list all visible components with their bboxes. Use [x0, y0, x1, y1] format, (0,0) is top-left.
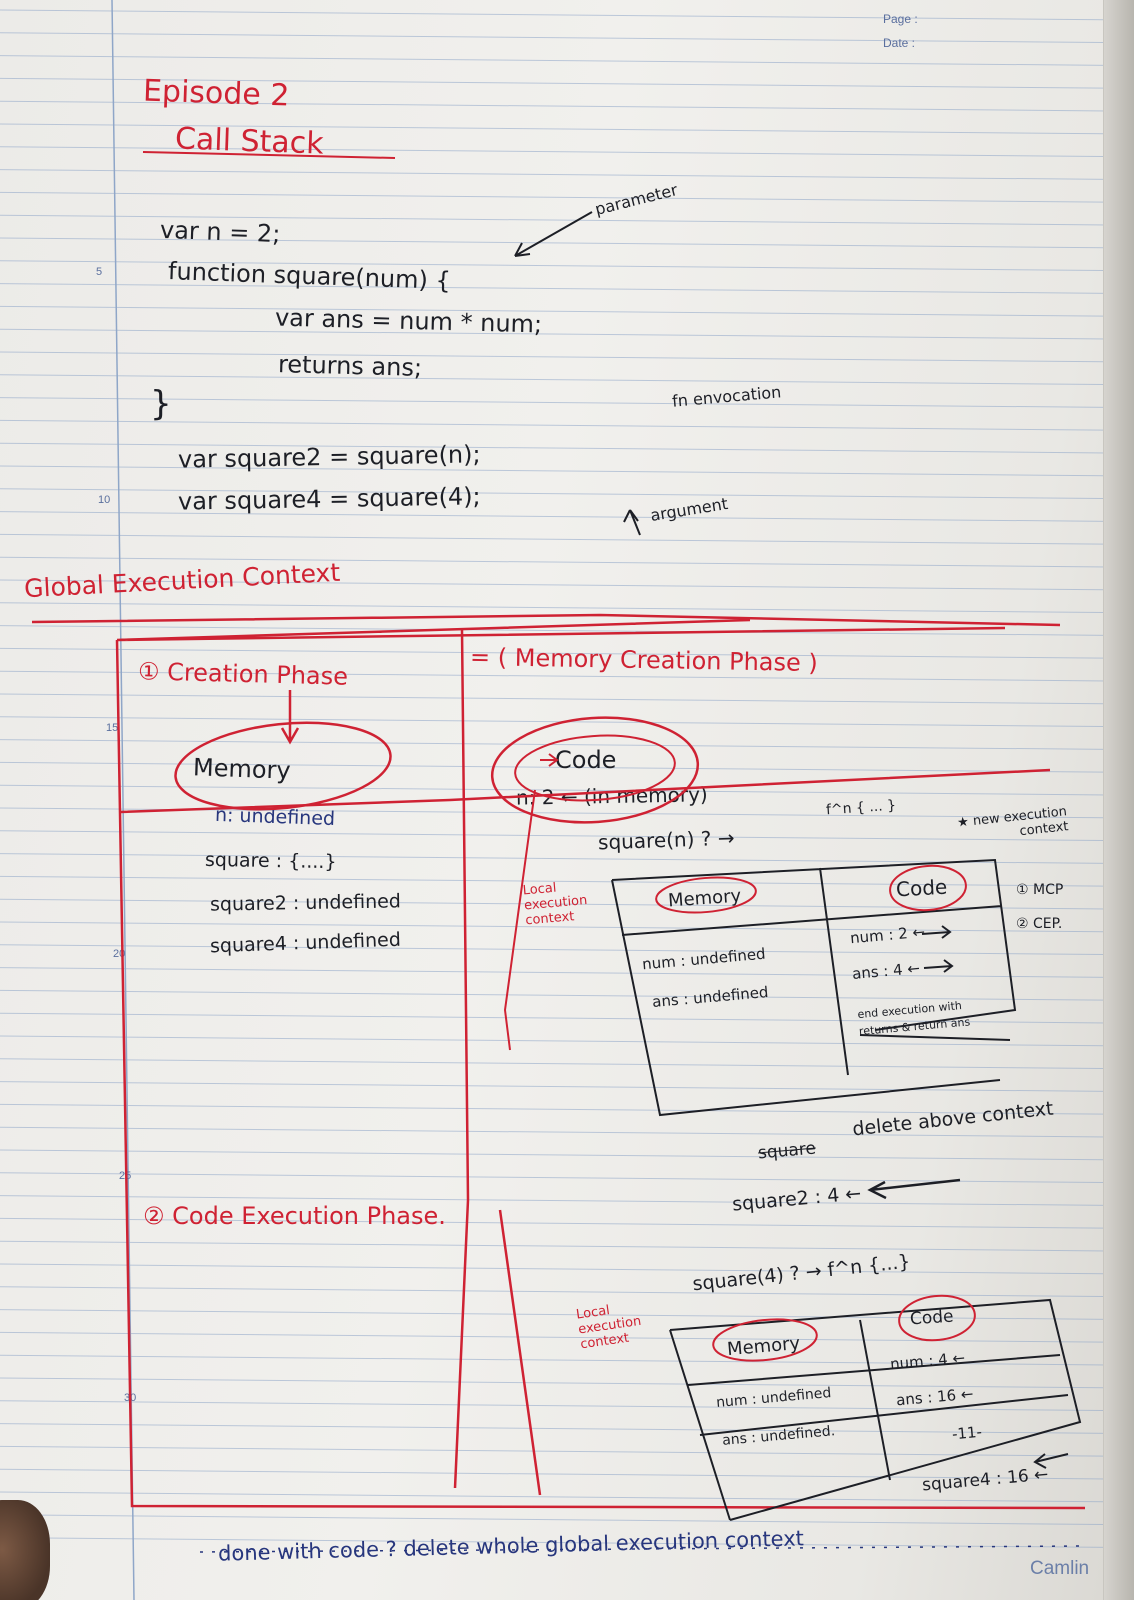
ruled-line	[0, 465, 1134, 477]
ruled-line	[0, 374, 1134, 386]
ruled-line	[0, 55, 1134, 67]
ruled-line	[0, 305, 1134, 317]
margin-number-25: 25	[119, 1170, 132, 1182]
ruled-line	[0, 967, 1134, 979]
margin-number-5: 5	[96, 266, 103, 278]
margin-number-20: 20	[113, 948, 126, 960]
memory-item-square2: square2 : undefined	[209, 890, 402, 916]
execution-phase-heading: ② Code Execution Phase.	[143, 1202, 446, 1230]
margin-number-30: 30	[124, 1392, 137, 1404]
ruled-line	[0, 32, 1134, 44]
page-edge	[1103, 0, 1134, 1600]
ruled-line	[0, 100, 1134, 112]
ruled-line	[0, 533, 1134, 545]
memory-item-square: square : {....}	[204, 848, 337, 874]
ruled-line	[0, 1149, 1134, 1161]
mcp-note: ① MCP	[1016, 882, 1064, 898]
ruled-line	[0, 1445, 1134, 1457]
square-n-call: square(n) ? →	[597, 825, 735, 855]
ruled-line	[0, 1035, 1134, 1047]
brand-mark: Camlin	[1030, 1558, 1090, 1579]
margin-number-15: 15	[106, 722, 119, 734]
ruled-line	[0, 1514, 1134, 1526]
ruled-line	[0, 328, 1134, 340]
ruled-line	[0, 579, 1134, 591]
page-label: Page :	[883, 12, 918, 26]
n-assignment: n: 2 ← (in memory)	[515, 782, 708, 810]
ruled-line	[0, 1331, 1134, 1343]
ruled-line	[0, 146, 1134, 158]
ruled-line	[0, 1263, 1134, 1275]
code-line-5: }	[150, 384, 172, 424]
creation-phase-heading: ① Creation Phase	[137, 657, 349, 691]
topic-title: Call Stack	[174, 121, 325, 162]
ruled-line	[0, 716, 1134, 728]
ruled-line	[0, 944, 1134, 956]
memory-item-n: n: undefined	[214, 803, 336, 831]
ruled-line	[0, 1058, 1134, 1070]
ruled-line	[0, 1491, 1134, 1503]
ruled-line	[0, 9, 1134, 21]
ruled-line	[0, 123, 1134, 135]
ruled-line	[0, 556, 1134, 568]
ruled-line	[0, 77, 1134, 89]
ruled-line	[0, 397, 1134, 409]
ruled-line	[0, 1081, 1134, 1093]
margin-line	[111, 0, 135, 1600]
ruled-line	[0, 511, 1134, 523]
ruled-line	[0, 693, 1134, 705]
ruled-line	[0, 625, 1134, 637]
local-2-code-label: Code	[909, 1306, 955, 1330]
ruled-line	[0, 602, 1134, 614]
ruled-line	[0, 442, 1134, 454]
memory-label: Memory	[192, 753, 292, 785]
thumb	[0, 1500, 50, 1600]
code-line-1: var n = 2;	[159, 215, 281, 249]
cep-note: ② CEP.	[1016, 916, 1063, 932]
ruled-line	[0, 1286, 1134, 1298]
ruled-line	[0, 169, 1134, 181]
ruled-line	[0, 853, 1134, 865]
margin-number-10: 10	[98, 494, 111, 506]
ruled-line	[0, 351, 1134, 363]
ruled-line	[0, 260, 1134, 272]
episode-title: Episode 2	[142, 73, 291, 114]
local-2-code-row-mark: -11-	[951, 1422, 983, 1444]
code-label: Code	[555, 746, 617, 774]
date-label: Date :	[883, 36, 916, 50]
ruled-line	[0, 1309, 1134, 1321]
ruled-line	[0, 283, 1134, 295]
ruled-line	[0, 488, 1134, 500]
local-context-1-label: Local execution context	[522, 880, 588, 929]
ruled-line	[0, 1240, 1134, 1252]
code-line-7: var square4 = square(4);	[177, 482, 481, 516]
local-1-code-label: Code	[895, 874, 948, 902]
ruled-line	[0, 191, 1134, 203]
ruled-line	[0, 419, 1134, 431]
code-line-4: returns ans;	[277, 350, 423, 382]
code-line-6: var square2 = square(n);	[177, 440, 481, 474]
ruled-line	[0, 1172, 1134, 1184]
